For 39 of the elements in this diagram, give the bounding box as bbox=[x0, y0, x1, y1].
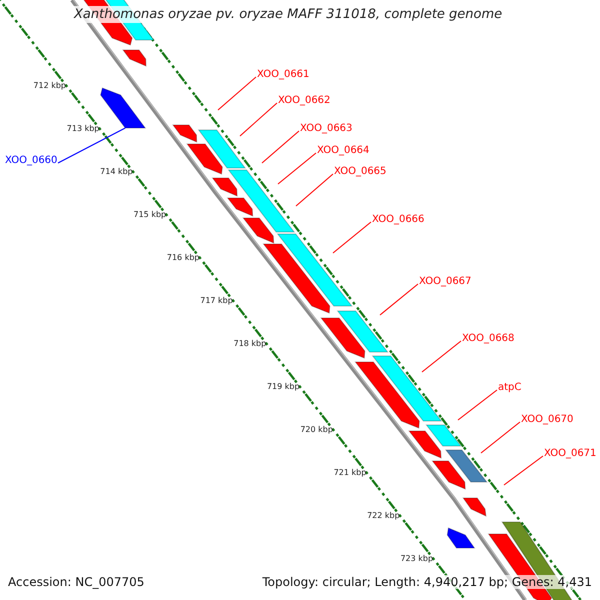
scale-label: 712 kbp bbox=[33, 81, 66, 90]
scale-label: 722 kbp bbox=[367, 511, 400, 520]
leader-line bbox=[380, 284, 418, 316]
scale-label: 717 kbp bbox=[200, 296, 233, 305]
gene-label: XOO_0665 bbox=[334, 166, 386, 177]
accession-text: Accession: NC_007705 bbox=[8, 575, 144, 589]
gene-label: XOO_0670 bbox=[521, 414, 574, 425]
scale-label: 713 kbp bbox=[66, 124, 100, 133]
scale-label: 714 kbp bbox=[100, 167, 133, 176]
leader-line bbox=[296, 174, 334, 206]
leader-line bbox=[504, 456, 544, 486]
gene-label: XOO_0661 bbox=[257, 69, 310, 80]
gene-label: XOO_0663 bbox=[300, 123, 352, 134]
leader-line bbox=[58, 128, 126, 164]
scale-label: 721 kbp bbox=[334, 468, 366, 477]
gene-label: XOO_0664 bbox=[317, 145, 370, 156]
scale-label: 720 kbp bbox=[300, 425, 333, 434]
gene-label: atpC bbox=[498, 382, 522, 393]
scale-label: 723 kbp bbox=[400, 554, 434, 563]
scale-label: 715 kbp bbox=[134, 210, 166, 219]
leader-line bbox=[218, 76, 256, 110]
scale-label: 718 kbp bbox=[234, 339, 266, 348]
gene-label: XOO_0666 bbox=[372, 214, 424, 225]
gene-label: XOO_0662 bbox=[278, 95, 330, 106]
leader-line bbox=[262, 130, 300, 164]
leader-line bbox=[278, 152, 316, 184]
leader-line bbox=[240, 102, 278, 136]
gene-label: XOO_0667 bbox=[419, 276, 472, 287]
gene-label: XOO_0671 bbox=[544, 448, 596, 459]
leader-line bbox=[458, 390, 498, 420]
gene-label: XOO_0668 bbox=[462, 333, 514, 344]
gene-label: XOO_0660 bbox=[5, 155, 58, 166]
scale-label: 719 kbp bbox=[266, 382, 300, 391]
leader-line bbox=[332, 222, 372, 254]
leader-line bbox=[480, 422, 520, 454]
genome-stats-text: Topology: circular; Length: 4,940,217 bp; Genes: 4,431 bbox=[262, 575, 592, 589]
leader-line bbox=[422, 340, 462, 372]
gene-arrow bbox=[100, 87, 146, 128]
scale-label: 716 kbp bbox=[166, 253, 200, 262]
